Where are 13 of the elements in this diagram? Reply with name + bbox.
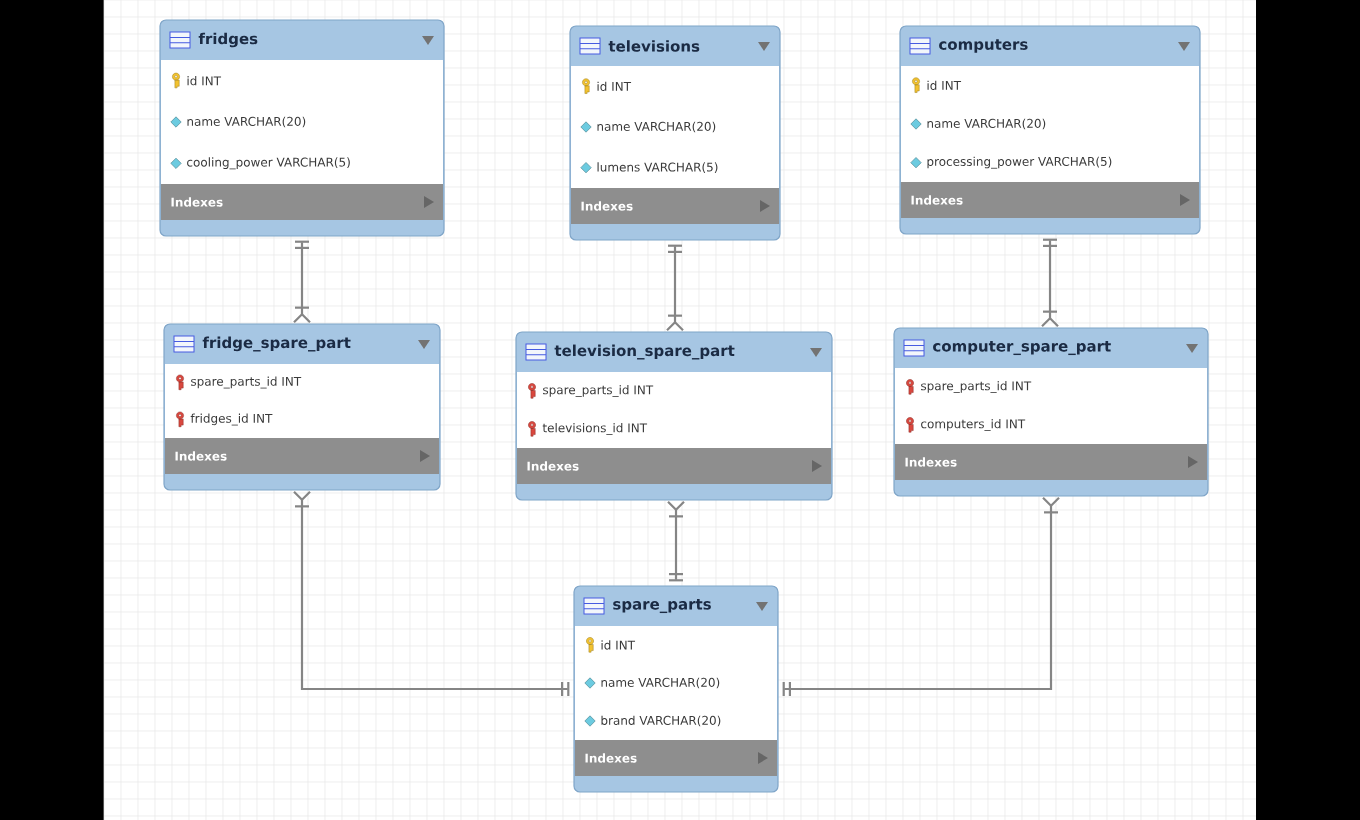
table-box <box>573 585 779 793</box>
relationship-line <box>667 500 685 582</box>
table-box <box>515 331 833 501</box>
relationship-line <box>782 496 1060 696</box>
table-box <box>569 25 781 241</box>
relationship-line <box>293 240 311 324</box>
table-box <box>159 19 445 237</box>
relationship-line <box>666 244 684 332</box>
relationship-line <box>293 490 570 696</box>
relationship-line <box>1041 238 1059 328</box>
table-box <box>893 327 1209 497</box>
table-box <box>899 25 1201 235</box>
table-box <box>163 323 441 491</box>
